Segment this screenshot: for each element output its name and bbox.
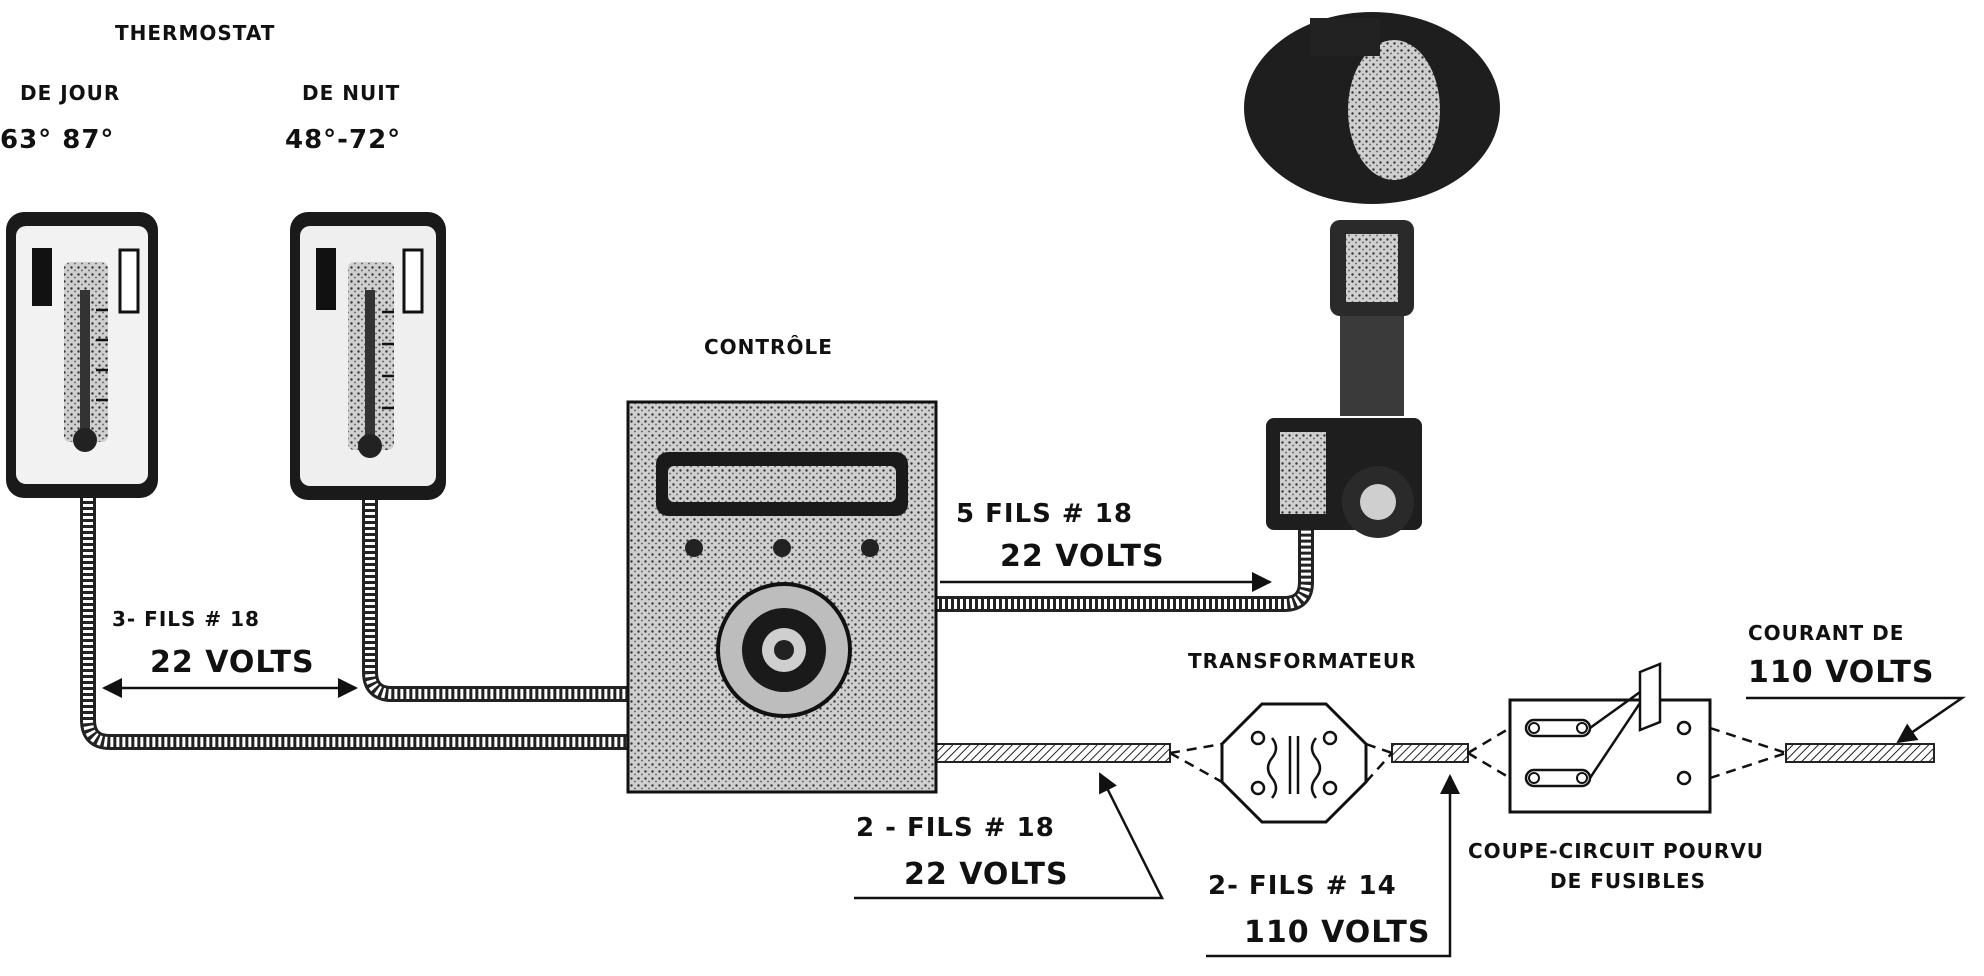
breaker-label-line1: COUPE-CIRCUIT POURVU xyxy=(1468,839,1764,863)
transformer xyxy=(1220,702,1368,824)
motor-valve-unit xyxy=(1244,12,1500,538)
transformer-breaker-wires-voltage: 110 VOLTS xyxy=(1244,915,1430,950)
conduit-transformer-breaker xyxy=(1391,743,1469,763)
control-box xyxy=(626,400,938,794)
motor-wires-note: 5 FILS # 18 22 VOLTS xyxy=(940,499,1272,592)
night-thermostat xyxy=(290,212,446,500)
fused-breaker xyxy=(1508,662,1712,814)
night-thermostat-range: 48°-72° xyxy=(285,125,401,155)
motor-wires-voltage: 22 VOLTS xyxy=(1000,539,1165,574)
transformer-leads xyxy=(1169,742,1393,784)
thermostat-wires-note: 3- FILS # 18 22 VOLTS xyxy=(102,607,358,698)
control-transformer-wires-voltage: 22 VOLTS xyxy=(904,857,1069,892)
thermostat-wires-count: 3- FILS # 18 xyxy=(112,607,260,631)
thermostat-wires-voltage: 22 VOLTS xyxy=(150,645,315,680)
transformer-breaker-wires-count: 2- FILS # 14 xyxy=(1208,871,1397,901)
day-thermostat-label: DE JOUR xyxy=(20,81,120,105)
motor-wires-count: 5 FILS # 18 xyxy=(956,499,1133,529)
transformer-label: TRANSFORMATEUR xyxy=(1188,649,1417,673)
control-label: CONTRÔLE xyxy=(704,335,833,359)
night-thermostat-label: DE NUIT xyxy=(302,81,400,105)
day-thermostat-range: 63° 87° xyxy=(0,125,114,155)
breaker-leads xyxy=(1467,726,1787,780)
conduit-control-transformer xyxy=(935,743,1171,763)
conduit-supply xyxy=(1785,743,1935,763)
conduit-night-thermostat xyxy=(362,500,628,702)
supply-arrow xyxy=(1746,696,1967,744)
supply-label-line1: COURANT DE xyxy=(1748,621,1904,645)
transformer-breaker-wires-arrow xyxy=(1206,774,1460,958)
control-transformer-wires-count: 2 - FILS # 18 xyxy=(856,813,1055,843)
thermostat-title: THERMOSTAT xyxy=(115,21,275,45)
conduit-control-motor xyxy=(936,530,1314,612)
conduit-day-thermostat xyxy=(80,498,628,750)
control-transformer-wires-arrow xyxy=(854,772,1165,900)
breaker-label-line2: DE FUSIBLES xyxy=(1550,869,1706,893)
transformer-breaker-wires-note: 2- FILS # 14 110 VOLTS xyxy=(1206,774,1460,958)
supply-label-line2: 110 VOLTS xyxy=(1748,655,1934,690)
supply-note: COURANT DE 110 VOLTS xyxy=(1746,621,1967,744)
day-thermostat xyxy=(6,212,158,498)
control-transformer-wires-note: 2 - FILS # 18 22 VOLTS xyxy=(854,772,1165,900)
